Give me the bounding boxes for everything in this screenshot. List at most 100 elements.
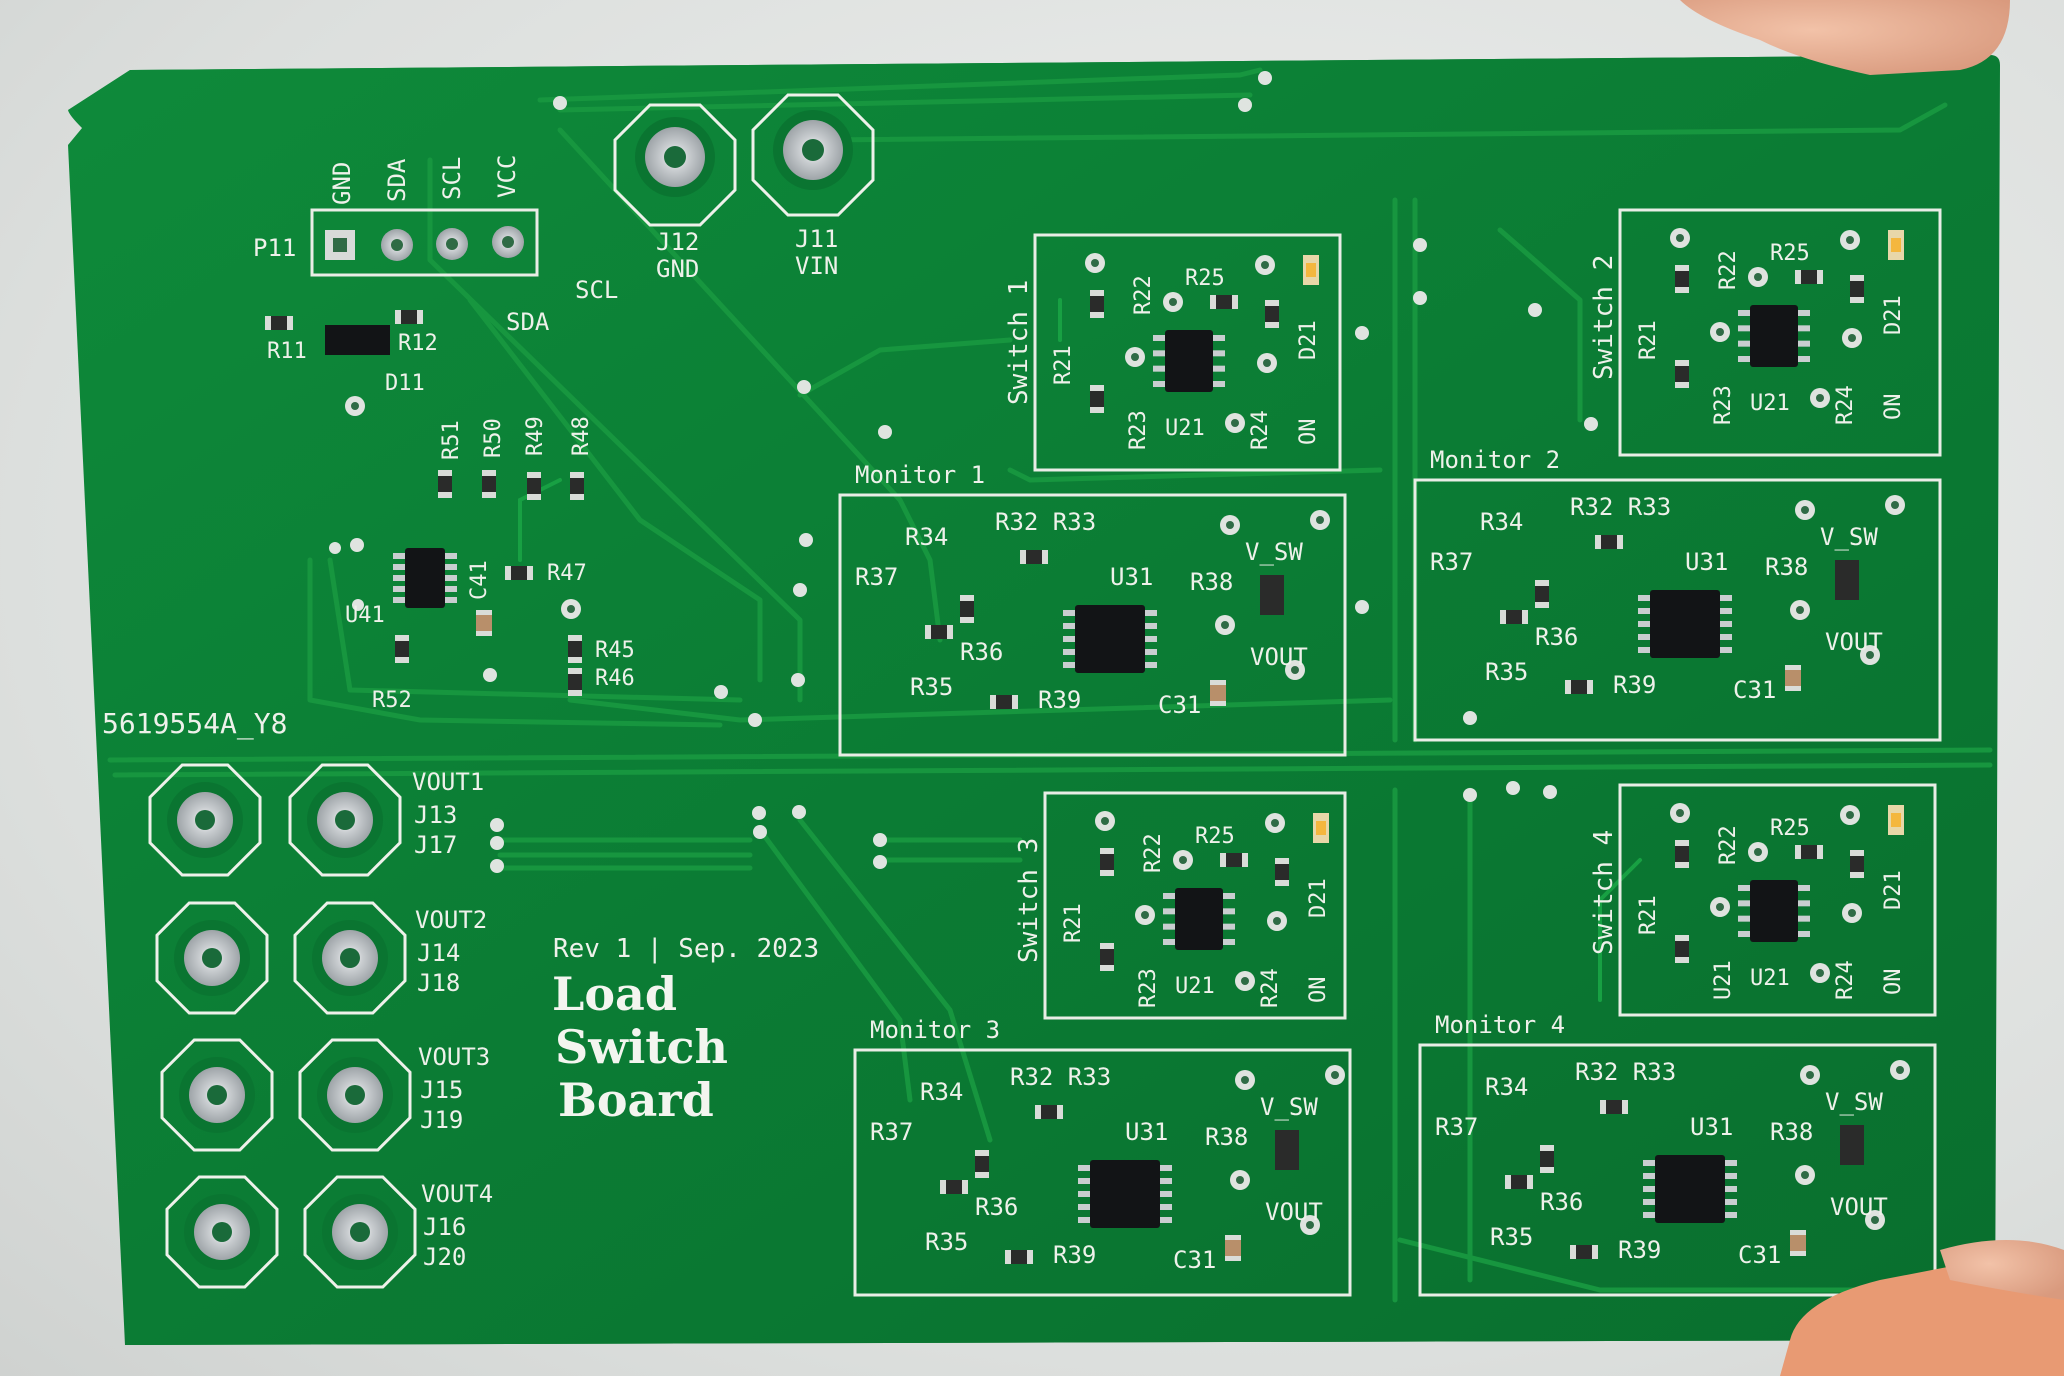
smd-resistor xyxy=(1600,1100,1628,1114)
ic-pin xyxy=(1798,325,1810,332)
smd-end xyxy=(975,1172,989,1178)
smd-end xyxy=(1622,1100,1628,1114)
smd-resistor xyxy=(1795,845,1823,859)
smd-end xyxy=(527,472,541,478)
ic-pin xyxy=(1638,595,1650,601)
terminal-hole xyxy=(350,1222,370,1242)
ref-r24: R24 xyxy=(1833,385,1858,425)
ref-u21: U21 xyxy=(1750,966,1790,991)
ic-pin xyxy=(1720,634,1732,640)
test-pad-hole xyxy=(567,605,575,613)
switch-title: Switch 2 xyxy=(1589,255,1619,380)
smd-end xyxy=(940,1180,946,1194)
smd-end xyxy=(1100,848,1114,854)
ref-r32-r33: R32 R33 xyxy=(1570,493,1671,521)
j12-net: GND xyxy=(656,255,699,283)
smd-end xyxy=(1210,701,1226,706)
ic-pin xyxy=(1725,1199,1737,1205)
smd-resistor xyxy=(1675,360,1689,388)
ref-r12: R12 xyxy=(398,331,438,356)
smd-end xyxy=(438,492,452,498)
smd-end xyxy=(1035,1105,1041,1119)
smd-resistor xyxy=(940,1180,968,1194)
monitor-title: Monitor 4 xyxy=(1435,1011,1565,1039)
test-pad-hole xyxy=(1231,419,1239,427)
vout-label: VOUT xyxy=(1825,628,1883,656)
ic-pin xyxy=(1643,1199,1655,1205)
smd-end xyxy=(1027,1250,1033,1264)
ic-pin xyxy=(1213,381,1225,387)
smd-end xyxy=(1225,1235,1241,1240)
test-pad-hole xyxy=(1169,298,1177,306)
smd-resistor xyxy=(1210,295,1238,309)
smd-end xyxy=(476,631,492,636)
scl-label: SCL xyxy=(575,276,618,304)
ic-pin xyxy=(1738,340,1750,347)
smd-end xyxy=(1242,853,1248,867)
ic-pin xyxy=(1078,1217,1090,1223)
smd-end xyxy=(1850,850,1864,856)
ic-pin xyxy=(1798,310,1810,316)
ref-r47: R47 xyxy=(547,561,587,586)
ic-pin xyxy=(1738,356,1750,362)
ref-u31: U31 xyxy=(1685,548,1728,576)
serial-number: 5619554A_Y8 xyxy=(102,707,287,741)
on-label: ON xyxy=(1296,419,1321,446)
ic-pin xyxy=(1160,1204,1172,1210)
smd-end xyxy=(287,316,293,330)
smd-capacitor xyxy=(1790,1230,1806,1256)
output-jack-a: J16 xyxy=(423,1213,466,1241)
ref-r49: R49 xyxy=(523,416,548,456)
ic-pin xyxy=(1213,335,1225,341)
header-pin-gnd: GND xyxy=(328,162,356,205)
led-die xyxy=(1891,813,1901,827)
terminal-hole xyxy=(202,948,222,968)
output-jack-b: J17 xyxy=(414,831,457,859)
ic-pin xyxy=(1725,1212,1737,1218)
output-jack-b: J19 xyxy=(420,1106,463,1134)
header-ref: P11 xyxy=(253,234,296,262)
test-pad-hole xyxy=(1801,506,1809,514)
ic-package xyxy=(1175,888,1223,950)
smd-resistor xyxy=(1850,275,1864,303)
ref-r46: R46 xyxy=(595,666,635,691)
ic-pin xyxy=(1725,1173,1737,1179)
j12-label: J12 xyxy=(656,228,699,256)
on-label: ON xyxy=(1306,977,1331,1004)
ic-pin xyxy=(445,586,457,592)
led-die xyxy=(1316,821,1326,835)
smd-end xyxy=(1265,300,1279,306)
smd-end xyxy=(505,566,511,580)
on-label: ON xyxy=(1881,394,1906,421)
ic-pin xyxy=(1738,900,1750,907)
ref-r39: R39 xyxy=(1053,1241,1096,1269)
smd-resistor xyxy=(1220,853,1248,867)
ic-pin xyxy=(1163,923,1175,930)
output-jack-a: J15 xyxy=(420,1076,463,1104)
terminal-outline xyxy=(148,763,262,877)
vsw-label: V_SW xyxy=(1820,523,1878,551)
ref-d21: D21 xyxy=(1881,870,1906,910)
ic-package xyxy=(1075,605,1145,673)
ref-r23: R23 xyxy=(1136,968,1161,1008)
test-pad-hole xyxy=(1848,334,1856,342)
ic-pin xyxy=(1738,931,1750,937)
fingers xyxy=(1680,0,2064,1376)
test-pad-hole xyxy=(1866,651,1874,659)
smd-end xyxy=(570,494,584,500)
ic-pin xyxy=(1078,1178,1090,1184)
ic-pin xyxy=(1643,1160,1655,1166)
test-pad-hole xyxy=(1801,1171,1809,1179)
ic-package xyxy=(405,548,445,608)
smd-end xyxy=(476,610,492,615)
ref-r22: R22 xyxy=(1716,825,1741,865)
smd-end xyxy=(1675,935,1689,941)
output-net-label: VOUT3 xyxy=(418,1043,490,1071)
ref-u31: U31 xyxy=(1125,1118,1168,1146)
smd-end xyxy=(1600,1100,1606,1114)
output-labels: VOUT1J13J17VOUT2J14J18VOUT3J15J19VOUT4J1… xyxy=(412,768,493,1271)
ic-pin xyxy=(1153,365,1165,372)
output-net-label: VOUT4 xyxy=(421,1180,493,1208)
smd-end xyxy=(1535,580,1549,586)
smd-end xyxy=(960,595,974,601)
